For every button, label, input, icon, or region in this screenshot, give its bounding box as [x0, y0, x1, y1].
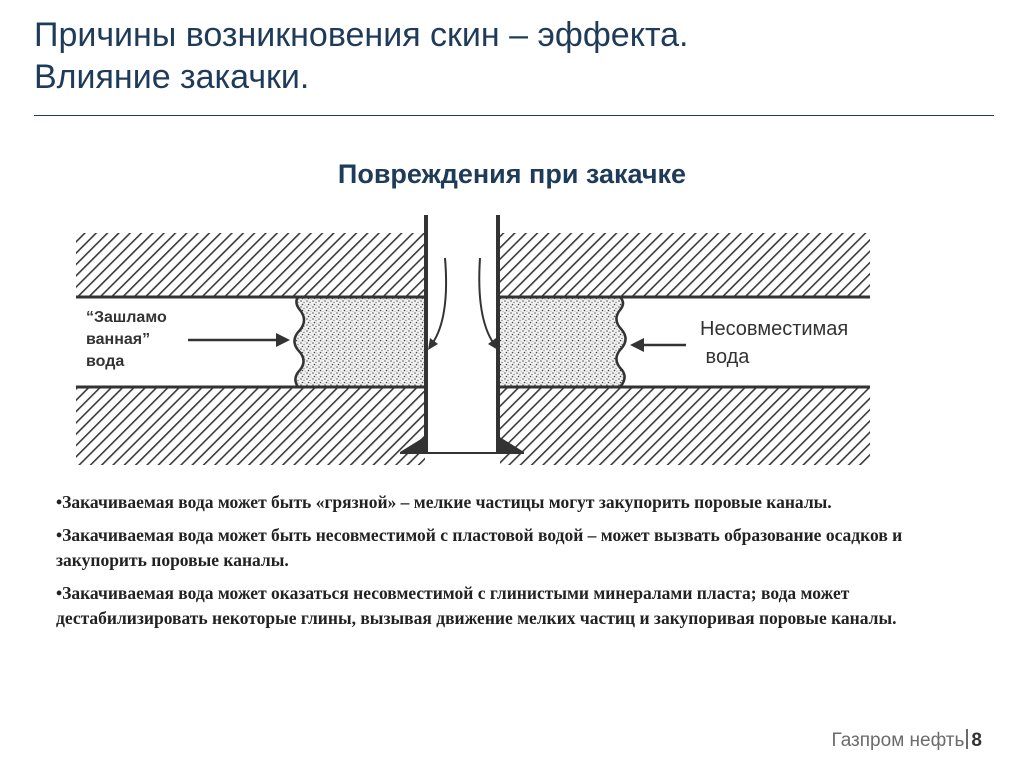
dirty-water-label-line: вода: [86, 353, 125, 370]
rock-lower-left: [76, 387, 425, 465]
casing-shoe-left: [400, 436, 426, 452]
slide-title-line-2: Влияние закачки.: [34, 58, 310, 96]
incompatible-water-label: Несовместимая вода: [700, 315, 900, 371]
bullet-item: •Закачиваемая вода может оказаться несов…: [56, 583, 897, 628]
bullet-item: •Закачиваемая вода может быть несовмести…: [56, 525, 903, 570]
title-divider: [34, 115, 994, 116]
diagram-heading: Повреждения при закачке: [337, 159, 687, 189]
footer: Газпром нефть 8: [831, 729, 982, 752]
flow-arrow-right: [478, 257, 495, 345]
bullet-list: •Закачиваемая вода может быть «грязной» …: [56, 490, 996, 639]
flow-arrow-left: [431, 257, 448, 345]
footer-brand: Газпром нефть: [831, 730, 965, 751]
page-number: 8: [971, 730, 982, 751]
rock-upper-left: [76, 233, 425, 297]
casing-shoe-right: [498, 436, 524, 452]
dirty-water-label-line: “Зашламо: [86, 309, 167, 326]
dirty-water-label: “Зашламо ванная” вода: [86, 307, 196, 373]
dirty-water-label-line: ванная”: [86, 331, 151, 348]
footer-separator: [966, 729, 969, 749]
damaged-zone-left: [294, 297, 425, 387]
bullet-item: •Закачиваемая вода может быть «грязной» …: [56, 492, 832, 512]
slide-title-line-1: Причины возникновения скин – эффекта.: [34, 16, 689, 54]
rock-upper-right: [500, 233, 870, 297]
damaged-zone-right: [500, 297, 626, 387]
slide-title: Причины возникновения скин – эффекта. Вл…: [34, 14, 934, 98]
incompatible-water-label-line: вода: [700, 346, 750, 368]
rock-lower-right: [500, 387, 870, 465]
incompatible-water-label-line: Несовместимая: [700, 318, 849, 340]
